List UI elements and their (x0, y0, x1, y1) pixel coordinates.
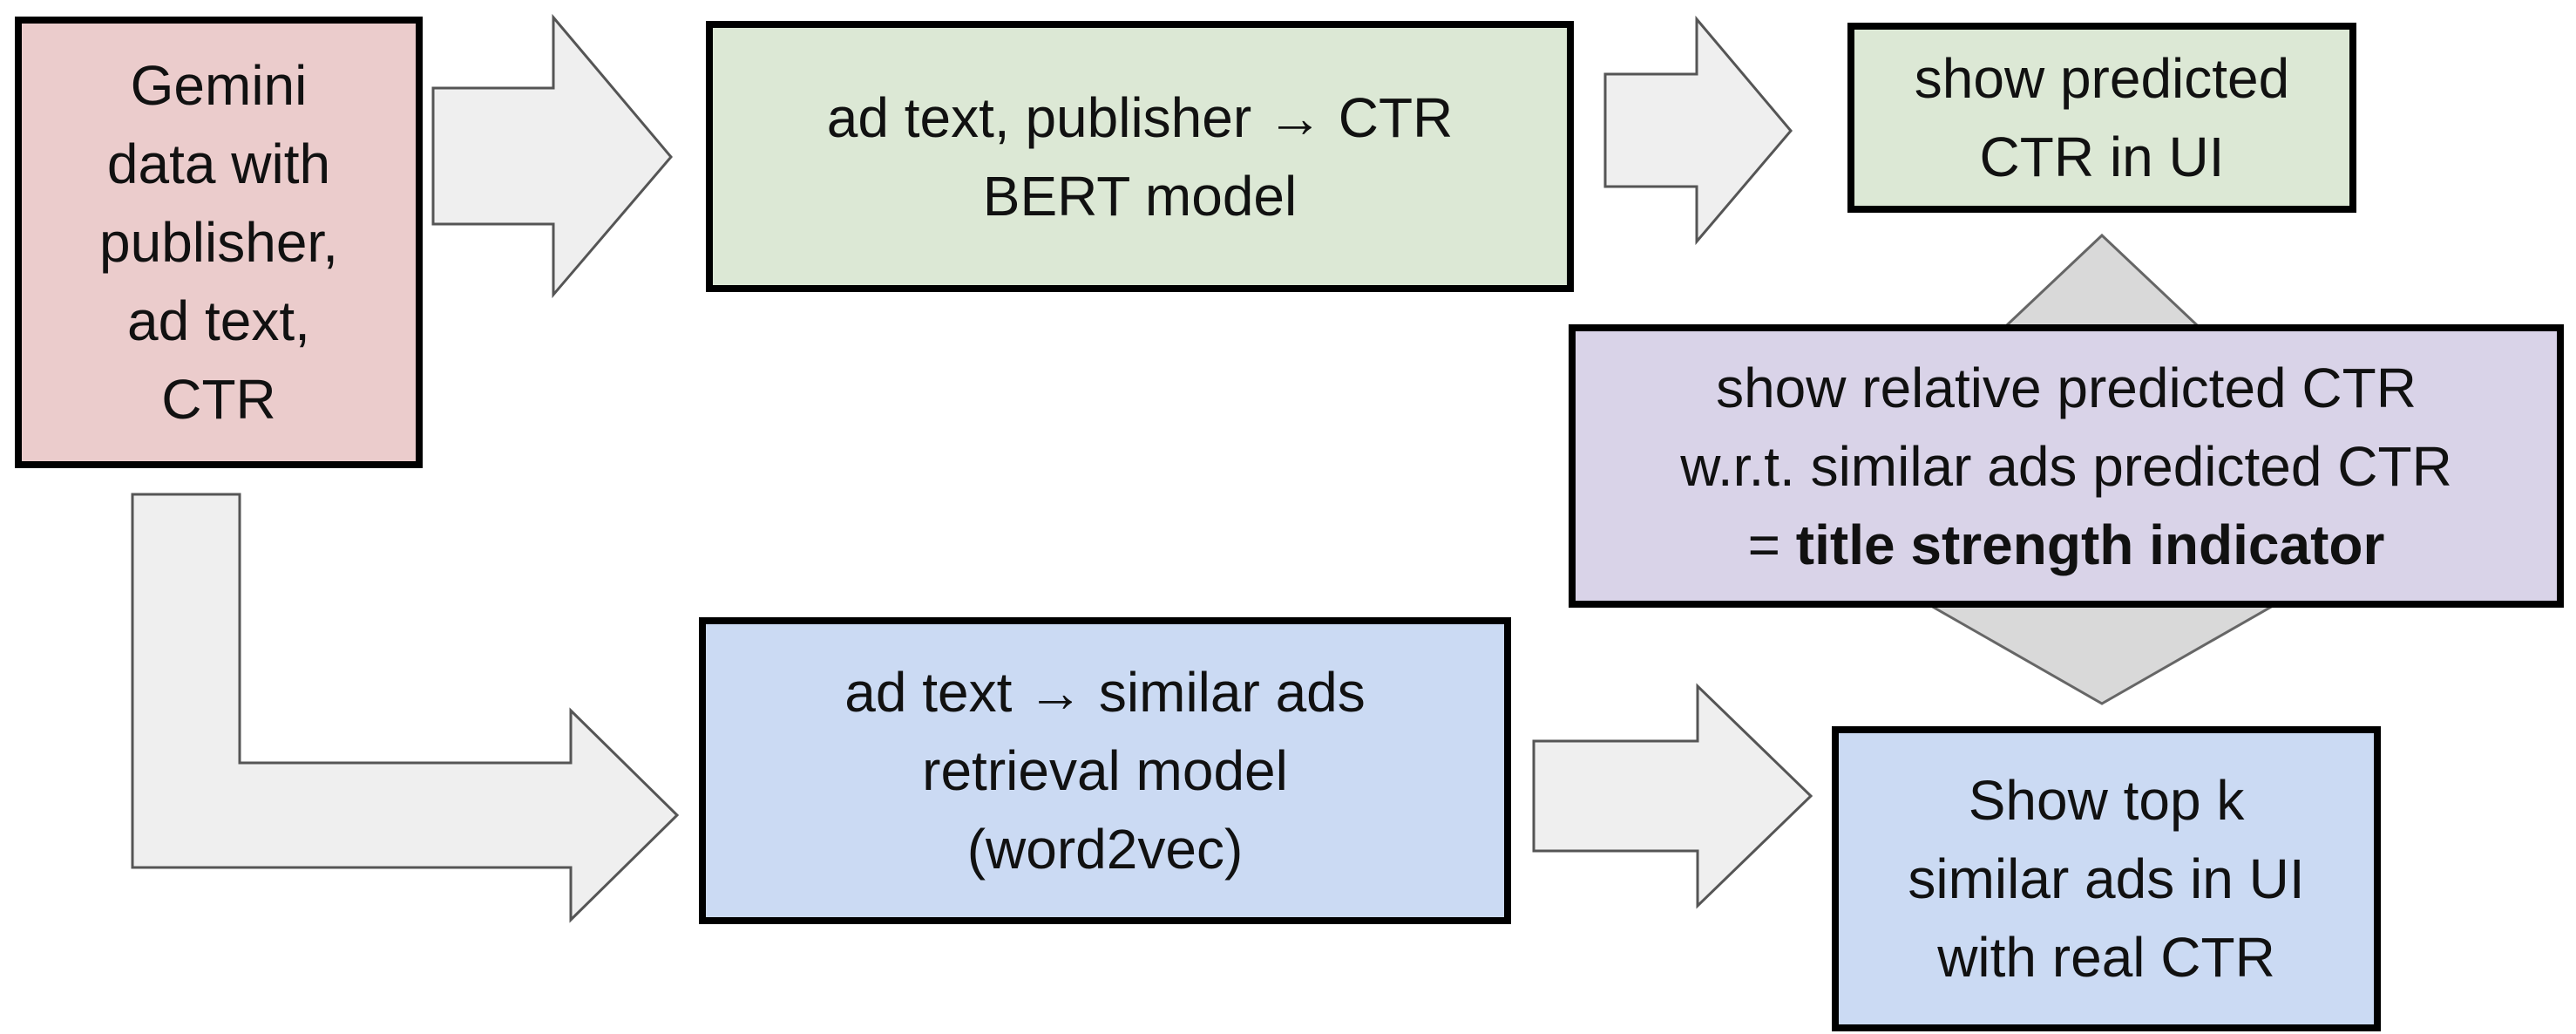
bert-line-1: ad text, publisher → CTR (826, 85, 1454, 149)
top-k-similar-ads-box: Show top k similar ads in UI with real C… (1832, 726, 2381, 1031)
arrow-source-to-retrieval (131, 493, 680, 923)
indicator-equals: = (1747, 513, 1796, 576)
top-k-line-1: Show top k (1968, 769, 2245, 832)
top-k-line-2: similar ads in UI (1908, 847, 2305, 910)
arrow-source-to-bert (431, 13, 673, 299)
source-line-5: CTR (161, 368, 276, 431)
arrow-bert-to-predicted-ctr (1603, 15, 1793, 246)
source-line-2: data with (106, 133, 331, 195)
bert-line-2: BERT model (982, 164, 1298, 228)
predicted-ctr-line-2: CTR in UI (1979, 126, 2225, 188)
source-line-1: Gemini (130, 54, 308, 117)
retrieval-line-1: ad text → similar ads (844, 661, 1366, 724)
arrow-retrieval-to-top-k (1532, 683, 1813, 909)
bert-model-box: ad text, publisher → CTR BERT model (706, 21, 1574, 292)
title-strength-indicator-box: show relative predicted CTR w.r.t. simil… (1569, 324, 2564, 608)
indicator-line-1: show relative predicted CTR (1716, 356, 2417, 419)
source-line-3: publisher, (99, 211, 338, 274)
title-strength-indicator-label: title strength indicator (1795, 513, 2385, 576)
retrieval-model-box: ad text → similar ads retrieval model (w… (699, 617, 1511, 924)
retrieval-line-3: (word2vec) (966, 818, 1244, 881)
top-k-line-3: with real CTR (1937, 926, 2275, 989)
indicator-line-2: w.r.t. similar ads predicted CTR (1680, 434, 2452, 498)
source-data-box: Gemini data with publisher, ad text, CTR (15, 17, 423, 468)
predicted-ctr-box: show predicted CTR in UI (1847, 23, 2356, 213)
predicted-ctr-line-1: show predicted (1914, 47, 2290, 110)
indicator-line-3: = title strength indicator (1748, 506, 2385, 584)
retrieval-line-2: retrieval model (922, 739, 1288, 802)
source-line-4: ad text, (127, 289, 310, 352)
